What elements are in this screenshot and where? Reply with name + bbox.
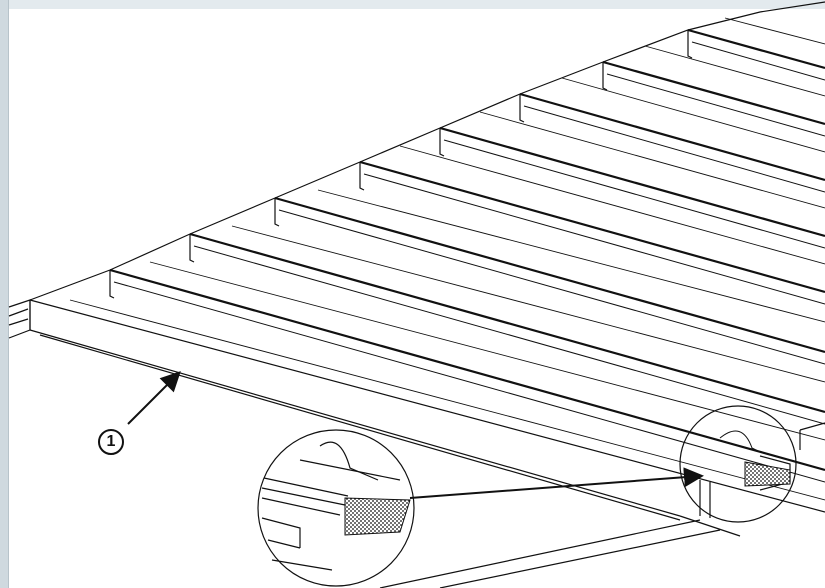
detail-arrow: [409, 467, 704, 499]
detail-circle-small: [679, 405, 797, 523]
left-border-strip: [0, 0, 9, 588]
top-border-strip: [0, 0, 825, 9]
panel-valley-lines: [69, 17, 825, 501]
detail-circle-large: [257, 429, 415, 587]
rib-end-caps: [109, 30, 693, 299]
left-frame: [8, 299, 31, 339]
panel-rib-shadow: [113, 41, 825, 483]
roof-surface: [29, 1, 825, 588]
roof-panels: [69, 17, 825, 501]
callout-label-1: 1: [98, 429, 124, 455]
panel-rib: [109, 28, 825, 472]
callout-leader-arrow: [127, 371, 181, 425]
